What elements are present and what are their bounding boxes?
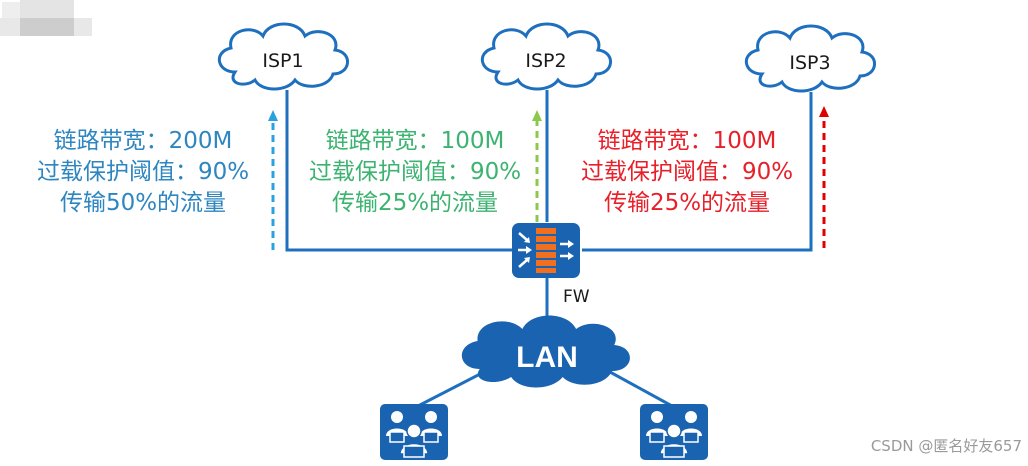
- user-group-left: [380, 404, 448, 460]
- isp3-bandwidth-text: 链路带宽：100M: [597, 128, 777, 154]
- isp3-cloud: ISP3: [744, 24, 877, 93]
- user-group-icon: [646, 411, 702, 458]
- isp1-traffic-text: 传输50%的流量: [59, 190, 227, 216]
- isp1-label: ISP1: [262, 50, 303, 72]
- isp3-threshold-text: 过载保护阈值：90%: [580, 159, 794, 185]
- firewall-label: FW: [563, 287, 590, 307]
- firewall-device: [512, 223, 580, 278]
- isp3-traffic-text: 传输25%的流量: [603, 190, 771, 216]
- isp2-label: ISP2: [525, 50, 566, 72]
- lan-cloud: [461, 315, 630, 388]
- isp2-link-annotation: 链路带宽：100M 过载保护阈值：90% 传输25%的流量: [292, 126, 538, 219]
- lan-users-right-link: [609, 370, 673, 408]
- isp3-link: [582, 92, 813, 252]
- blurred-logo: [0, 0, 92, 38]
- uplink-lines: [285, 90, 813, 408]
- isp2-bandwidth-text: 链路带宽：100M: [325, 128, 505, 154]
- isp2-traffic-text: 传输25%的流量: [331, 190, 499, 216]
- isp3-label: ISP3: [789, 52, 830, 74]
- isp3-traffic-arrow: [819, 106, 829, 248]
- isp2-threshold-text: 过载保护阈值：90%: [308, 159, 522, 185]
- user-group-right: [640, 404, 708, 460]
- isp2-cloud: ISP2: [480, 22, 613, 91]
- lan-label: LAN: [516, 341, 578, 374]
- firewall-arrows-icon: [518, 232, 574, 268]
- user-group-icon: [386, 411, 442, 458]
- isp1-link: [285, 90, 512, 252]
- isp1-traffic-arrow: [268, 110, 278, 250]
- lan-users-left-link: [417, 370, 485, 408]
- watermark: CSDN @匿名好友657: [870, 437, 1022, 455]
- firewall-brick-icon: [536, 228, 556, 273]
- isp3-link-annotation: 链路带宽：100M 过载保护阈值：90% 传输25%的流量: [564, 126, 810, 219]
- isp1-link-annotation: 链路带宽：200M 过载保护阈值：90% 传输50%的流量: [20, 126, 266, 219]
- isp2-traffic-arrow: [532, 110, 542, 222]
- isp1-bandwidth-text: 链路带宽：200M: [53, 128, 233, 154]
- isp1-cloud: ISP1: [217, 22, 350, 91]
- isp1-threshold-text: 过载保护阈值：90%: [36, 159, 250, 185]
